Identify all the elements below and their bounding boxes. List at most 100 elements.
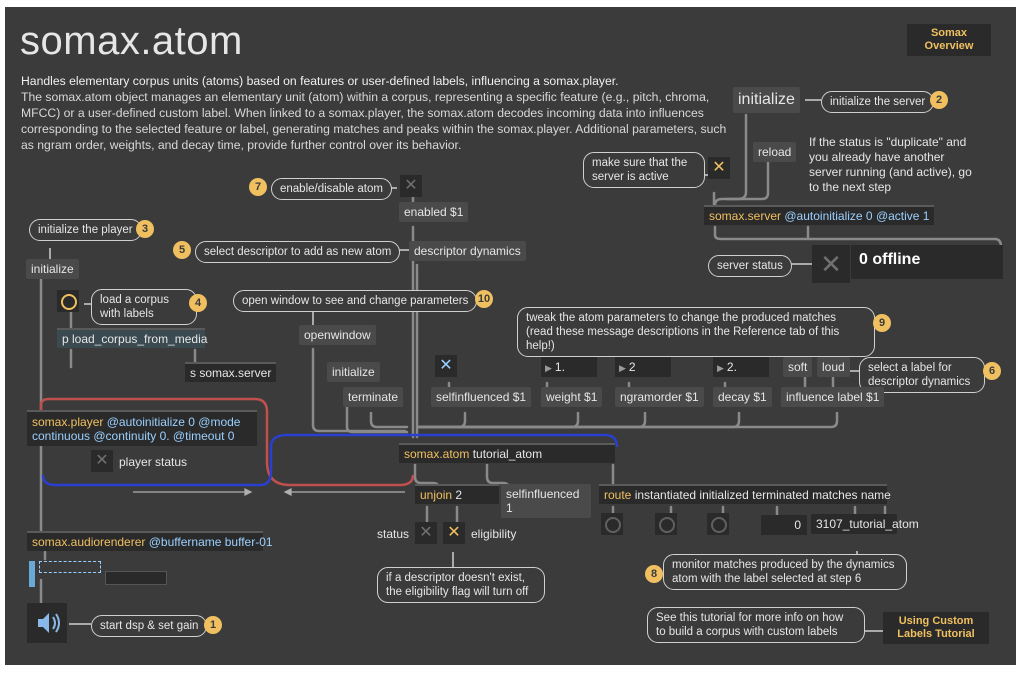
bang-icon — [711, 517, 727, 533]
somax-player-object[interactable]: somax.player @autoinitialize 0 @mode con… — [27, 410, 257, 446]
monitor-comment: monitor matches produced by the dynamics… — [663, 554, 907, 590]
terminated-bang[interactable] — [707, 513, 729, 535]
route-object[interactable]: route instantiated initialized terminate… — [599, 484, 891, 504]
duplicate-note: If the status is "duplicate" and you alr… — [809, 135, 972, 194]
load-corpus-button[interactable] — [57, 290, 79, 312]
matches-number: 0 — [761, 515, 807, 535]
button-ring-icon — [61, 294, 77, 310]
status-label: status — [377, 527, 410, 541]
decay-value: 2. — [726, 360, 737, 374]
ngramorder-number[interactable]: ▶2 — [615, 357, 671, 377]
weight-number[interactable]: ▶1. — [541, 357, 597, 377]
unjoin-object[interactable]: unjoin 2 — [415, 484, 499, 504]
overview-link[interactable]: Somax Overview — [907, 24, 991, 56]
step-badge-6: 6 — [983, 362, 1001, 380]
weight-message[interactable]: weight $1 — [541, 387, 603, 407]
gain-number[interactable] — [105, 571, 167, 585]
number-arrow-icon: ▶ — [545, 363, 552, 373]
step-badge-10: 10 — [475, 290, 493, 308]
object-args: instantiated initialized terminated matc… — [634, 488, 891, 502]
server-active-toggle[interactable]: ✕ — [708, 157, 730, 179]
player-initialize-message[interactable]: initialize — [26, 259, 79, 279]
step-badge-8: 8 — [645, 565, 663, 583]
step-badge-5: 5 — [173, 241, 191, 259]
description-body: The somax.atom object manages an element… — [21, 90, 727, 152]
custom-labels-tutorial-link[interactable]: Using Custom Labels Tutorial — [883, 612, 989, 644]
bang-icon — [605, 517, 621, 533]
object-name: unjoin — [420, 488, 453, 502]
eligibility-label: eligibility — [471, 527, 517, 541]
bang-icon — [659, 517, 675, 533]
object-name: route — [604, 488, 632, 502]
descriptor-comment: select descriptor to add as new atom — [195, 241, 401, 263]
somax-server-object[interactable]: somax.server @autoinitialize 0 @active 1 — [704, 205, 935, 225]
openwindow-message[interactable]: openwindow — [299, 325, 376, 345]
status-x-icon: ✕ — [820, 249, 842, 279]
soft-message[interactable]: soft — [783, 357, 813, 377]
server-status-comment: server status — [708, 255, 792, 277]
player-status-toggle: ✕ — [91, 450, 113, 472]
influence-label-message[interactable]: influence label $1 — [781, 387, 885, 407]
server-status-value: 0 offline — [851, 245, 1003, 279]
object-name: somax.player — [32, 415, 104, 429]
send-server-object[interactable]: s somax.server — [185, 362, 277, 382]
server-status-toggle: ✕ — [812, 245, 850, 283]
instantiated-bang[interactable] — [601, 513, 623, 535]
descriptor-message[interactable]: descriptor dynamics — [409, 241, 526, 261]
description: Handles elementary corpus units (atoms) … — [21, 73, 731, 153]
number-arrow-icon: ▶ — [619, 363, 626, 373]
selfinfluenced-message[interactable]: selfinfluenced $1 — [431, 387, 532, 407]
object-args: 2 — [455, 488, 463, 502]
meter-bar — [29, 561, 35, 587]
step-badge-3: 3 — [136, 220, 154, 238]
status-toggle: ✕ — [415, 522, 437, 544]
server-initialize-message[interactable]: initialize — [733, 87, 800, 113]
reload-message[interactable]: reload — [753, 142, 797, 162]
terminate-message[interactable]: terminate — [343, 387, 404, 407]
selfinfluenced-toggle[interactable]: ✕ — [435, 355, 457, 377]
eligibility-note: if a descriptor doesn't exist, the eligi… — [377, 567, 545, 603]
step-badge-7: 7 — [249, 178, 267, 196]
patcher-canvas: somax.atom Somax Overview Handles elemen… — [5, 7, 1016, 665]
object-name: somax.audiorenderer — [32, 535, 146, 549]
decay-number[interactable]: ▶2. — [713, 357, 769, 377]
atom-name-output: 3107_tutorial_atom — [811, 514, 919, 534]
player-status-label: player status — [119, 455, 188, 469]
dsp-toggle[interactable] — [27, 603, 67, 643]
step-badge-1: 1 — [204, 616, 222, 634]
object-name: somax.server — [709, 209, 782, 223]
eligibility-toggle: ✕ — [443, 522, 465, 544]
somax-atom-object[interactable]: somax.atom tutorial_atom — [399, 443, 615, 463]
checkmark-x-icon: ✕ — [712, 159, 726, 176]
player-initialize-comment: initialize the player — [29, 219, 142, 241]
ngramorder-message[interactable]: ngramorder $1 — [615, 387, 704, 407]
status-x-icon: ✕ — [419, 524, 433, 541]
audiorenderer-object[interactable]: somax.audiorenderer @buffername buffer-0… — [27, 531, 273, 551]
object-args: tutorial_atom — [472, 447, 543, 461]
step-badge-2: 2 — [930, 91, 948, 109]
ngramorder-value: 2 — [628, 360, 636, 374]
enable-atom-toggle[interactable]: ✕ — [400, 175, 422, 197]
server-active-comment: make sure that the server is active — [583, 152, 705, 188]
object-args: @autoinitialize 0 @mode continuous @cont… — [32, 415, 241, 443]
loud-message[interactable]: loud — [817, 357, 850, 377]
load-corpus-subpatch[interactable]: p load_corpus_from_media — [57, 328, 207, 348]
gain-slider[interactable] — [39, 561, 101, 573]
decay-message[interactable]: decay $1 — [713, 387, 772, 407]
initialize-message[interactable]: initialize — [327, 362, 380, 382]
toggle-x-icon: ✕ — [404, 177, 418, 194]
weight-value: 1. — [554, 360, 565, 374]
openwindow-comment: open window to see and change parameters — [233, 290, 478, 312]
enable-atom-comment: enable/disable atom — [271, 178, 392, 200]
step-badge-4: 4 — [189, 294, 207, 312]
number-arrow-icon: ▶ — [717, 363, 724, 373]
initialized-bang[interactable] — [655, 513, 677, 535]
speaker-icon — [38, 613, 60, 633]
patch-cords — [39, 99, 1003, 632]
load-corpus-comment: load a corpus with labels — [91, 289, 197, 325]
description-lead: Handles elementary corpus units (atoms) … — [21, 74, 619, 88]
object-name: somax.atom — [404, 447, 470, 461]
object-args: @buffername buffer-01 — [148, 535, 273, 549]
eligibility-x-icon: ✕ — [447, 524, 461, 541]
enabled-message[interactable]: enabled $1 — [399, 202, 469, 222]
